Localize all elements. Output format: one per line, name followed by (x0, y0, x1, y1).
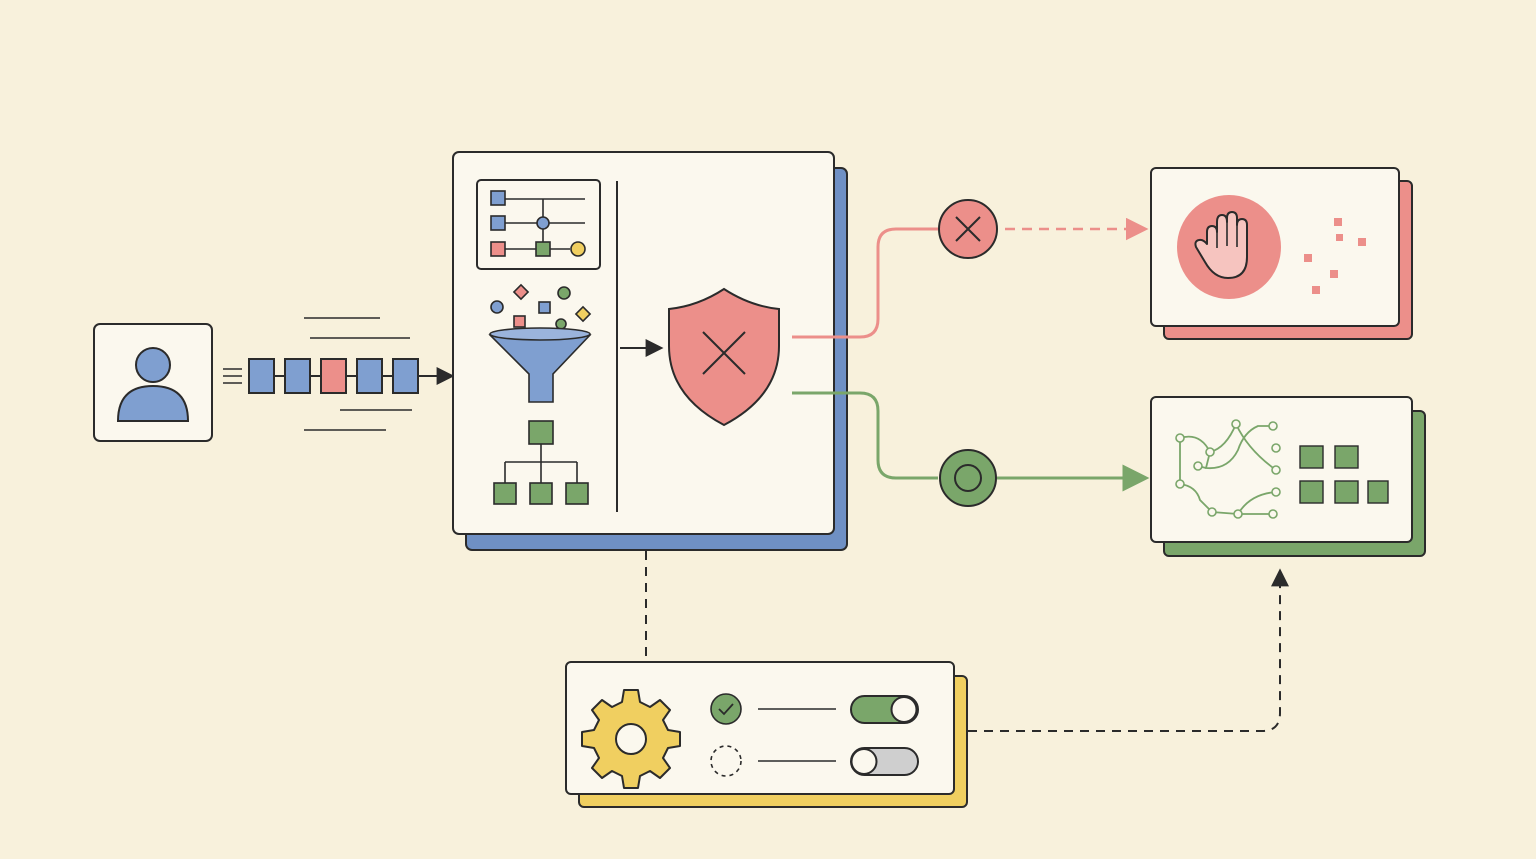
ring-circle-icon (939, 449, 997, 507)
request-stream (223, 317, 455, 431)
scatter-dots-icon (1304, 218, 1366, 294)
toggle-switch-on[interactable] (850, 695, 919, 724)
config-row-disabled (710, 745, 919, 777)
check-circle-icon (710, 693, 742, 725)
allowed-output-card (1150, 396, 1426, 557)
config-panel (565, 661, 968, 808)
gear-icon (581, 689, 681, 789)
reject-path (792, 199, 1149, 339)
grid-blocks-icon (1299, 445, 1389, 504)
network-graph-icon (1175, 419, 1281, 519)
blocked-output-card (1150, 167, 1413, 340)
config-to-output-link (968, 568, 1289, 732)
schema-tree-icon (476, 179, 601, 270)
user-node (93, 323, 213, 442)
hierarchy-icon (493, 420, 589, 505)
token-blocks-icon (248, 358, 419, 394)
shield-x-icon (668, 287, 780, 427)
dashed-circle-icon (710, 745, 742, 777)
stop-hand-icon (1177, 195, 1281, 299)
toggle-switch-off[interactable] (850, 747, 919, 776)
person-icon (116, 347, 190, 422)
accept-path (792, 391, 1150, 507)
processor-card (452, 151, 848, 551)
x-circle-icon (938, 199, 998, 259)
speed-lines-icon (223, 317, 412, 431)
config-row-enabled (710, 693, 919, 725)
filter-funnel-icon (488, 283, 592, 403)
